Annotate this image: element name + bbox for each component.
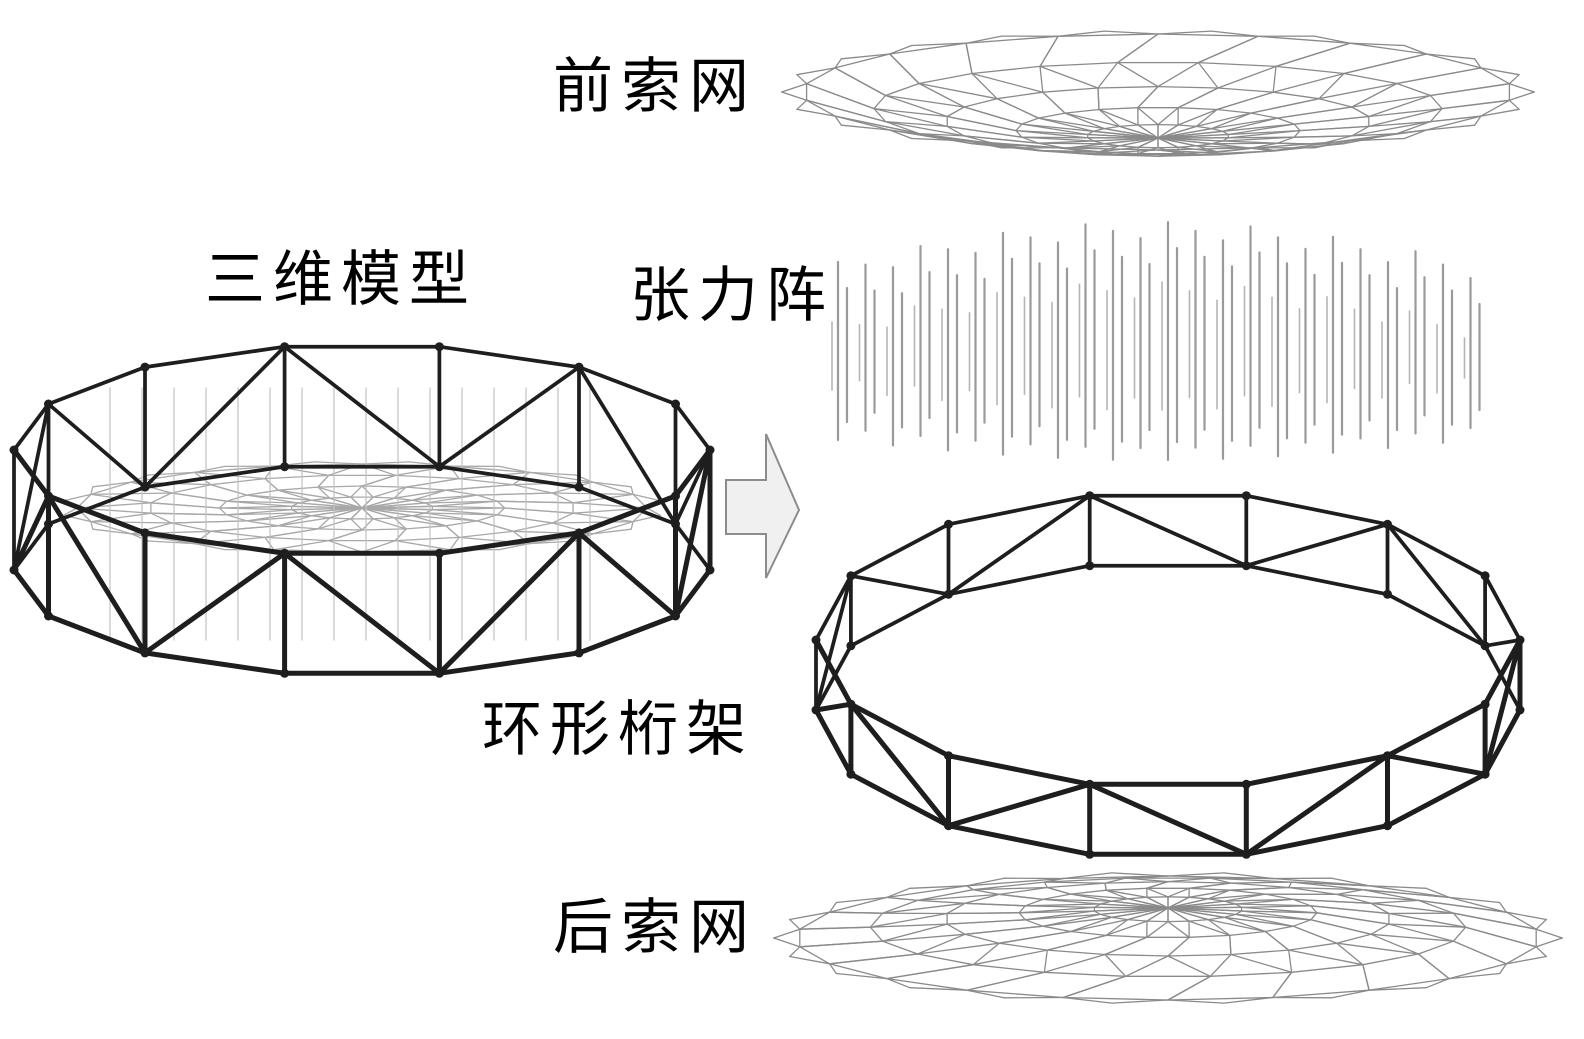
front-cable-net bbox=[781, 30, 1535, 157]
ring-truss-label: 环形桁架 bbox=[482, 695, 754, 765]
rear-cable-net-label: 后索网 bbox=[553, 893, 757, 963]
front-cable-net-label: 前索网 bbox=[553, 52, 757, 122]
rear-cable-net bbox=[773, 872, 1563, 1004]
right-arrow-icon bbox=[725, 433, 801, 579]
tension-array-label: 张力阵 bbox=[630, 261, 834, 331]
tension-tie-array bbox=[831, 221, 1481, 462]
3d-model-label: 三维模型 bbox=[205, 245, 477, 315]
assembled-3d-model bbox=[9, 342, 715, 678]
ring-truss bbox=[811, 491, 1525, 859]
